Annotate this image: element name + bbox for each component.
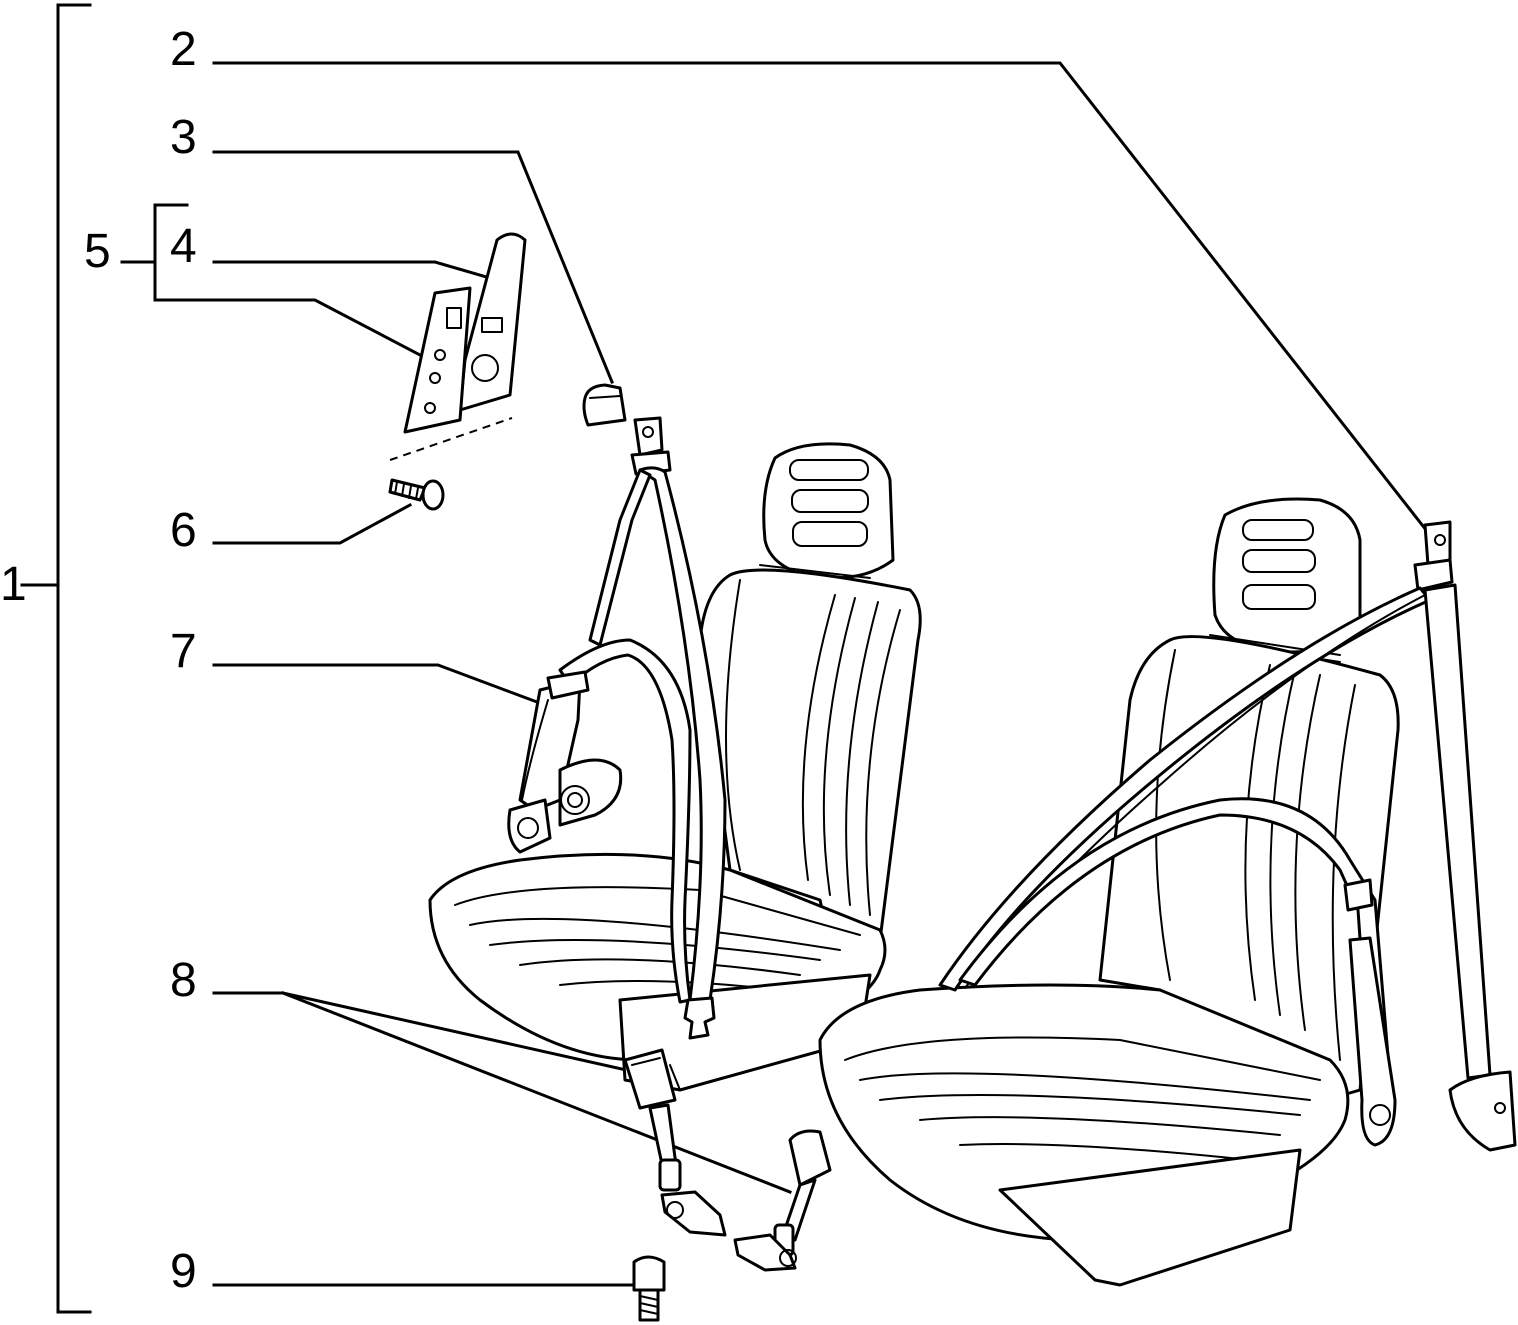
callout-labels: 1 2 3 4 5 6 7 8 9: [0, 23, 197, 1298]
leader-3: [212, 150, 614, 384]
cover-cap-part: [582, 383, 627, 427]
callout-5: 5: [84, 225, 111, 278]
callout-4: 4: [170, 220, 197, 273]
bolt-part-6: [388, 478, 445, 511]
leader-5: [153, 298, 423, 358]
callout-2: 2: [170, 23, 197, 76]
sub-bracket-5: [120, 203, 189, 302]
leader-lines: [153, 61, 1433, 1287]
bolt-part-9: [632, 1255, 666, 1322]
left-seat: [428, 442, 922, 1092]
leader-6: [212, 502, 413, 545]
callout-3: 3: [170, 111, 197, 164]
callout-6: 6: [170, 504, 197, 557]
height-adjuster-parts: [389, 232, 527, 461]
left-seat-belt: [507, 416, 727, 1040]
callout-1: 1: [0, 558, 27, 611]
right-seat: [818, 497, 1400, 1287]
callout-8: 8: [170, 954, 197, 1007]
leader-8b: [281, 991, 792, 1194]
callout-7: 7: [170, 625, 197, 678]
callout-9: 9: [170, 1245, 197, 1298]
buckle-parts: [623, 1048, 832, 1272]
assembly-bracket: [20, 3, 92, 1314]
leader-2: [212, 61, 1433, 538]
leader-7: [212, 663, 547, 707]
right-seat-belt: [938, 520, 1517, 1152]
leader-4: [212, 260, 492, 280]
